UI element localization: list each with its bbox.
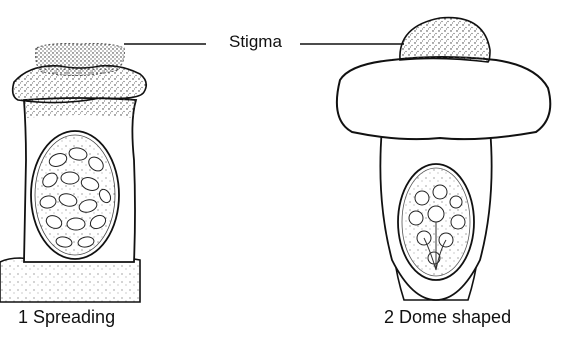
stigma-label: Stigma (229, 32, 282, 52)
caption-dome-shaped: 2 Dome shaped (384, 307, 511, 328)
stigma-collar-2 (337, 57, 550, 139)
figure-dome-stigma (337, 18, 550, 300)
caption-spreading: 1 Spreading (18, 307, 115, 328)
style-base (0, 257, 140, 302)
stigma-dome-2 (400, 18, 490, 62)
figure-spreading-stigma (0, 44, 146, 303)
stigma-surface-1 (36, 44, 125, 76)
